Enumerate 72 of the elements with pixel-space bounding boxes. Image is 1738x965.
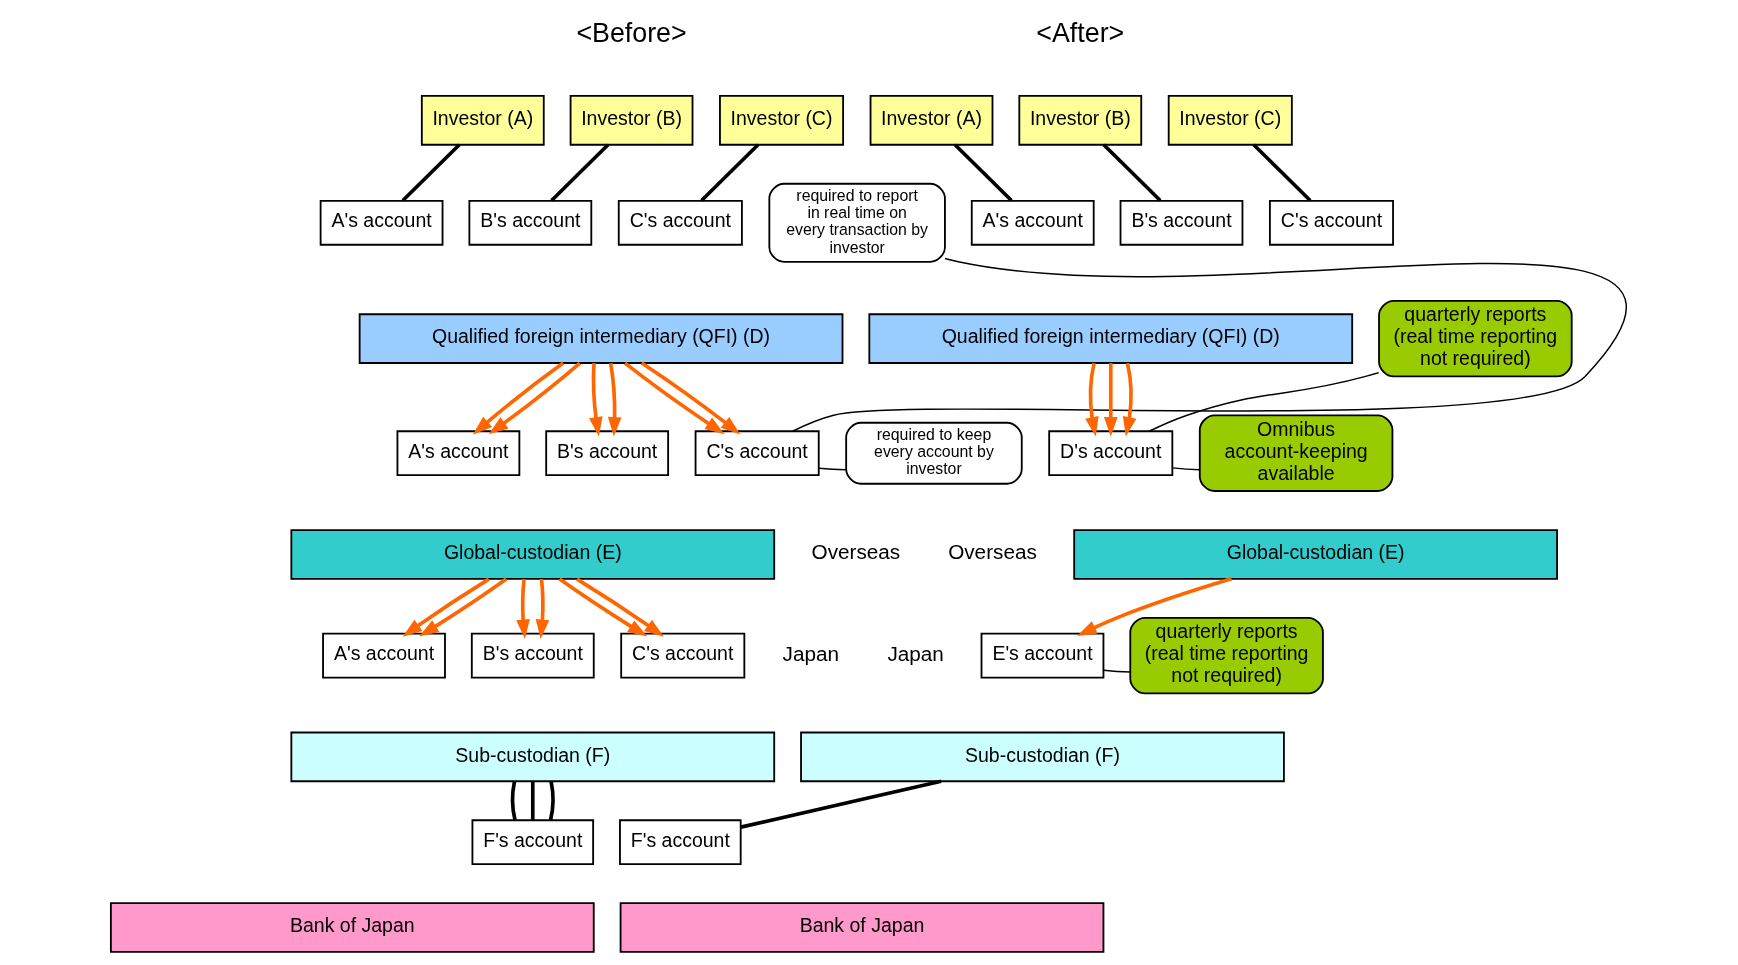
arrow (535, 578, 550, 640)
arrow (1077, 577, 1232, 636)
arrow (607, 362, 622, 437)
node-box: Investor (A) (869, 95, 994, 146)
arrow (1085, 362, 1099, 437)
connector (550, 143, 610, 202)
node-box: Investor (B) (569, 95, 694, 146)
arrow (402, 577, 490, 637)
label: Overseas (948, 540, 1037, 564)
connector (1252, 143, 1312, 202)
label: <After> (1036, 17, 1125, 48)
node-box: Investor (C) (719, 95, 845, 146)
arrow (472, 361, 565, 435)
node-box: Investor (C) (1167, 95, 1293, 146)
node-box: Investor (B) (1018, 95, 1143, 146)
node-box: Qualified foreign intermediary (QFI) (D) (358, 313, 844, 364)
connector (401, 143, 461, 202)
node-box: C's account (617, 199, 743, 246)
connector (510, 781, 517, 821)
node-box: Bank of Japan (109, 902, 595, 953)
node-box: Qualified foreign intermediary (QFI) (D) (868, 313, 1354, 364)
node-box: A's account (322, 632, 446, 679)
node-box: Sub-custodian (F) (290, 731, 776, 783)
label: <Before> (576, 17, 687, 48)
node-box: Global-custodian (E) (290, 529, 776, 580)
node-box: quarterly reports (real time reporting not required) (1129, 616, 1324, 695)
arrow (488, 361, 582, 435)
node-box: F's account (619, 819, 742, 866)
node-box: Global-custodian (E) (1073, 529, 1558, 580)
node-box: B's account (545, 430, 670, 477)
connector (1148, 372, 1380, 432)
arrow (623, 361, 725, 435)
arrow (558, 577, 648, 637)
label: Japan (887, 641, 944, 665)
connector (1102, 669, 1131, 673)
connector (791, 257, 1627, 432)
arrow (1122, 362, 1137, 437)
node-box: B's account (470, 632, 595, 679)
connector (1171, 467, 1201, 471)
connector (700, 143, 760, 202)
connector (818, 467, 847, 471)
node-box: Sub-custodian (F) (800, 731, 1285, 783)
node-box: E's account (980, 632, 1105, 679)
arrow (589, 362, 603, 437)
connector (740, 779, 942, 829)
arrow (576, 577, 664, 637)
label: Japan (782, 641, 840, 665)
label: Overseas (811, 540, 901, 564)
node-box: B's account (1119, 199, 1244, 246)
connector (548, 781, 555, 821)
node-box: A's account (396, 430, 521, 477)
connector (953, 143, 1013, 202)
node-box: quarterly reports (real time reporting not required) (1378, 299, 1573, 378)
arrow (1103, 363, 1118, 437)
node-box: C's account (1268, 199, 1394, 246)
connector (1102, 143, 1162, 202)
arrow (419, 577, 508, 637)
node-box: A's account (319, 199, 444, 246)
node-box: Investor (A) (420, 95, 545, 146)
node-box: required to report in real time on every transaction by investor (768, 182, 946, 263)
node-box: C's account (694, 430, 820, 477)
arrow (516, 578, 530, 640)
node-box: B's account (468, 199, 593, 246)
node-box: required to keep every account by investor (845, 421, 1023, 485)
node-box: Bank of Japan (619, 902, 1105, 953)
node-box: C's account (620, 632, 746, 679)
connector (530, 781, 535, 820)
node-box: Omnibus account-keeping available (1198, 414, 1394, 492)
node-box: D's account (1048, 430, 1174, 477)
arrow (640, 361, 741, 435)
node-box: F's account (471, 819, 595, 866)
node-box: A's account (970, 199, 1095, 246)
